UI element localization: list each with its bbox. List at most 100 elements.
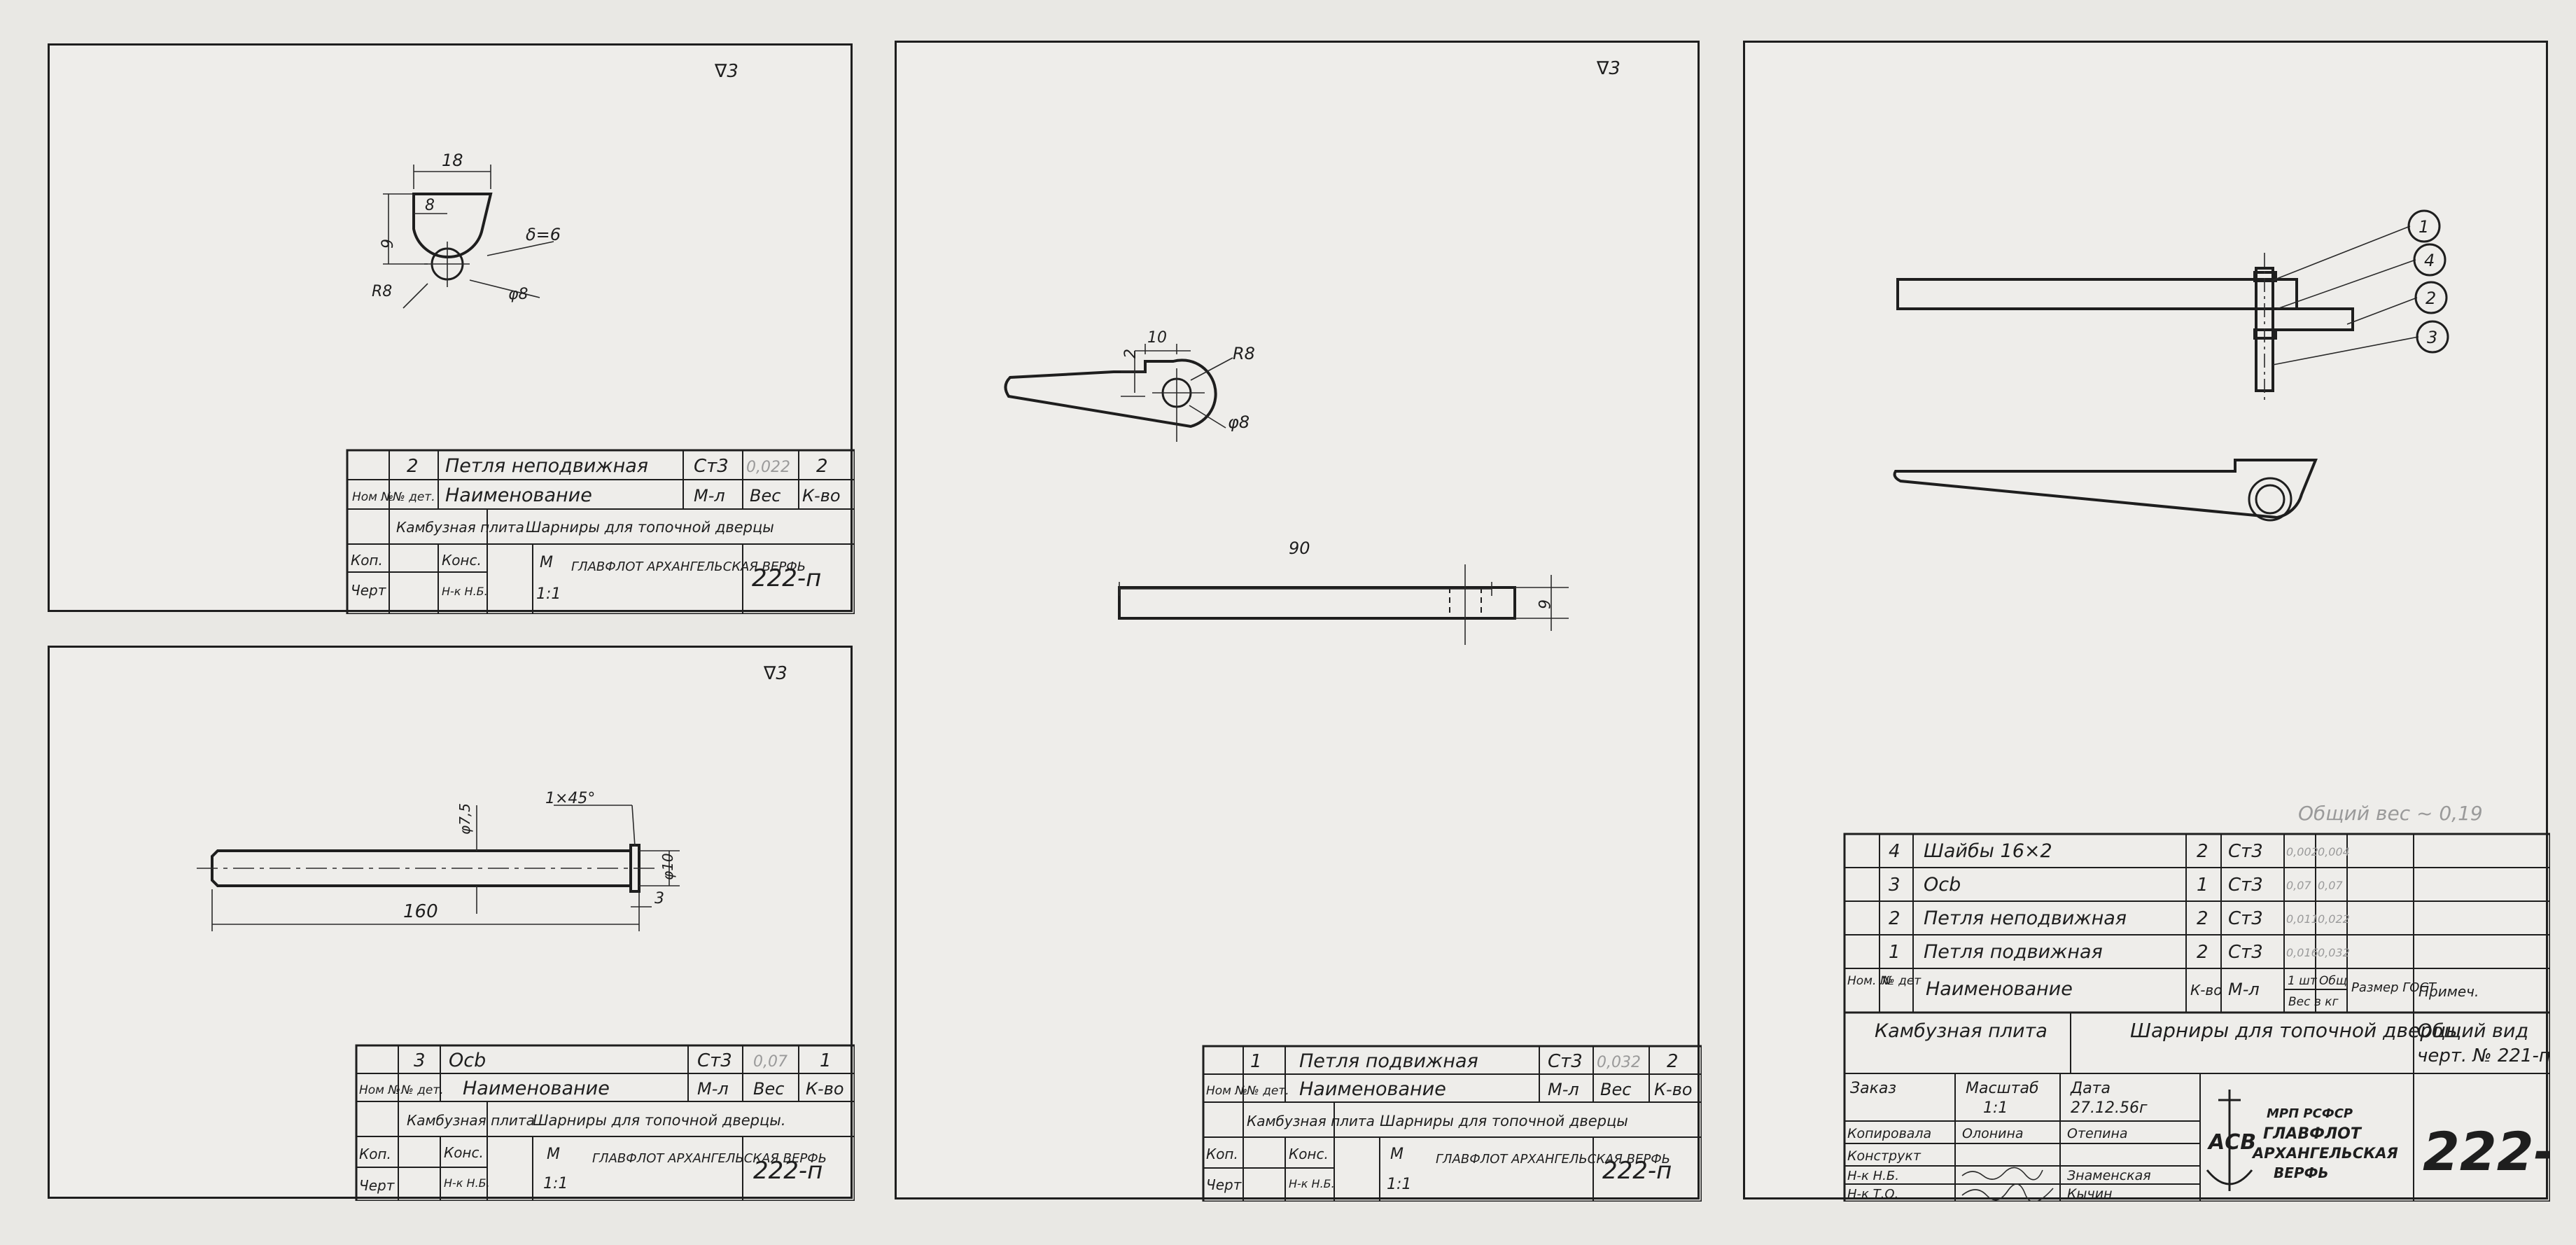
bom-row-4-material: Ст3	[2228, 942, 2263, 963]
title-block	[1202, 1045, 1702, 1202]
object-name: Камбузная плита	[1247, 1113, 1375, 1129]
hdr-weight: Вес	[750, 486, 780, 506]
bom-hdr-material: М-л	[2228, 980, 2260, 999]
bom-row-3-qty: 2	[2197, 908, 2208, 929]
part-no: 2	[407, 456, 419, 477]
object-name: Камбузная плита	[1875, 1020, 2047, 1042]
hdr-material: М-л	[694, 486, 725, 506]
callout-leaders	[2271, 209, 2449, 366]
bom-hdr-qty: К-во	[2190, 982, 2222, 999]
main-title-block	[1843, 1011, 2550, 1202]
ministry: МРП РСФСР	[2267, 1106, 2353, 1121]
bom-row-2-qty: 1	[2197, 875, 2208, 896]
quantity: 1	[820, 1050, 832, 1071]
bom-row-3-name: Петля неподвижная	[1924, 907, 2127, 929]
callout-1-circle	[2407, 209, 2441, 243]
callout-2: 2	[2426, 288, 2436, 308]
assembly-name: Шарниры для топочной дверцы.	[533, 1112, 786, 1129]
document-number: 222-п	[753, 1157, 822, 1185]
assembly-name: Шарниры для топочной дверцы	[2130, 1019, 2461, 1042]
head-to-label: Н-к Т.О.	[1847, 1187, 1898, 1202]
weight: 0,07	[753, 1053, 788, 1071]
axle-drawing	[197, 805, 680, 931]
copied-by-2: Отепина	[2067, 1126, 2128, 1141]
head-to-name: Кычин	[2067, 1186, 2113, 1202]
dim-chamfer: 1×45°	[545, 790, 595, 807]
sheet-part-3-canvas: ∇3 1×45° φ7,5 φ10 3 160	[197, 663, 855, 1201]
bom-hdr-size: Размер ГОСТ	[2351, 980, 2437, 995]
bom-row-3-material: Ст3	[2228, 908, 2263, 929]
scale-label: М	[547, 1146, 560, 1163]
scale-value: 1:1	[543, 1175, 568, 1192]
part-name: Петля подвижная	[1299, 1050, 1478, 1072]
callout-3: 3	[2427, 328, 2437, 347]
part-no: 1	[1250, 1051, 1262, 1072]
bom-hdr-unit: 1 шт	[2288, 974, 2318, 988]
bom-row-3-unit-weight: 0,011	[2286, 912, 2318, 926]
total-weight-note: Общий вес ~ 0,19	[2298, 802, 2483, 825]
dim-thickness: δ=6	[526, 225, 561, 244]
head-label: Н-к Н.Б.	[442, 585, 488, 598]
dim-width: 18	[442, 151, 463, 170]
sheet-part-2: ∇3 18 8 9 δ=6 R8 φ8	[48, 43, 855, 614]
movable-hinge-plan	[1004, 344, 1233, 442]
organization: ГЛАВФЛОТ АРХАНГЕЛЬСКАЯ ВЕРФЬ	[1436, 1152, 1670, 1167]
signature-head-to	[1961, 1183, 2054, 1202]
dim-end: 3	[654, 890, 664, 907]
hdr-number: Ном №	[352, 490, 393, 504]
hdr-qty: К-во	[802, 486, 841, 506]
assembly-top-view	[1893, 459, 2318, 522]
quantity: 2	[816, 456, 828, 477]
org-line-1: ГЛАВФЛОТ	[2263, 1125, 2362, 1143]
document-number: 222-п	[752, 564, 821, 592]
assembly-name: Шарниры для топочной дверцы	[1380, 1113, 1628, 1129]
bom-hdr-number: Ном. №	[1847, 974, 1893, 988]
bom-table	[1843, 833, 2550, 1014]
assembly-name: Шарниры для топочной дверцы	[526, 519, 774, 536]
head-label: Н-к Н.Б.	[444, 1176, 490, 1190]
dim-length: 160	[403, 901, 438, 922]
object-name: Камбузная плита	[407, 1112, 535, 1129]
scale-value: 1:1	[1387, 1176, 1411, 1193]
scale-label: Масштаб	[1966, 1080, 2039, 1097]
callout-1: 1	[2418, 217, 2429, 237]
designer-label: Конс.	[444, 1144, 484, 1161]
bom-row-4-name: Петля подвижная	[1924, 941, 2103, 963]
designer-label: Конс.	[1289, 1146, 1329, 1162]
bom-hdr-weight: Вес в кг	[2288, 995, 2339, 1009]
movable-hinge-side	[1118, 564, 1569, 645]
sheet-assembly-canvas: 1 4 2 3 Общий вес ~ 0,19 4	[1843, 209, 2550, 1202]
weight: 0,032	[1597, 1054, 1641, 1071]
bom-row-1-no: 4	[1889, 841, 1900, 862]
bom-row-2-total-weight: 0,07	[2318, 879, 2343, 892]
object-name: Камбузная плита	[396, 519, 524, 536]
drawer-label: Черт	[1206, 1176, 1242, 1193]
quantity: 2	[1667, 1051, 1679, 1072]
bom-row-1-unit-weight: 0,002	[2286, 845, 2318, 858]
copied-label: Копировала	[1847, 1126, 1931, 1141]
hdr-weight: Вес	[753, 1079, 784, 1099]
dim-diameter: φ8	[1228, 412, 1250, 432]
head-nb-name: Знаменская	[2067, 1168, 2151, 1183]
bom-row-1-qty: 2	[2197, 841, 2208, 862]
surface-finish-mark: ∇3	[1596, 58, 1620, 79]
weight: 0,022	[746, 459, 790, 476]
assembly-front-view	[1896, 253, 2354, 400]
hdr-number: Ном №	[1206, 1084, 1247, 1098]
callout-2-circle	[2414, 281, 2448, 314]
dim-two: 2	[1122, 349, 1140, 359]
fixed-hinge-drawing	[383, 165, 554, 309]
hdr-qty: К-во	[806, 1079, 844, 1099]
scale-value: 1:1	[536, 585, 561, 603]
head-nb-label: Н-к Н.Б.	[1847, 1169, 1899, 1183]
bom-row-1-total-weight: 0,004	[2318, 845, 2350, 858]
scale-label: М	[1390, 1146, 1404, 1163]
surface-finish-mark: ∇3	[714, 61, 738, 82]
dim-diameter: φ8	[508, 286, 528, 303]
dim-height: 9	[379, 239, 397, 249]
drawer-label: Черт	[351, 582, 387, 599]
dim-hole-offset: 8	[425, 197, 435, 214]
signature-head-nb	[1961, 1167, 2043, 1181]
hdr-number: Ном №	[359, 1083, 400, 1097]
view-title: Общий вид	[2417, 1020, 2528, 1042]
